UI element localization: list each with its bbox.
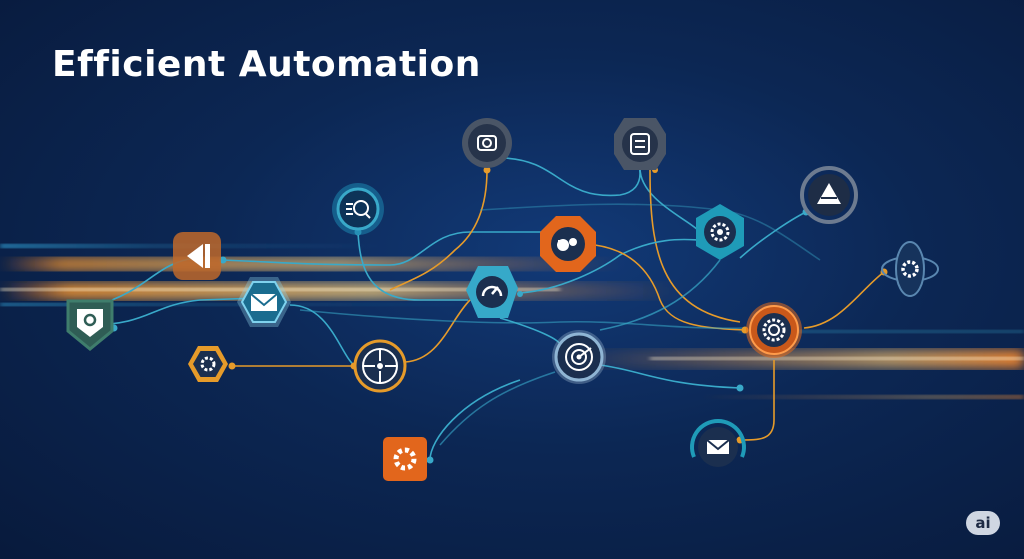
envelope-node[interactable] [237, 277, 291, 327]
camera-octagon-node[interactable] [540, 216, 596, 272]
page-title: Efficient Automation [52, 44, 481, 85]
arrow-left-icon [187, 244, 203, 268]
crosshair-icon [363, 349, 397, 383]
mail-send-node[interactable] [690, 419, 746, 467]
connection-lines [87, 149, 885, 461]
settings-gear-node[interactable] [746, 302, 802, 358]
gear-icon [710, 222, 730, 242]
search-icon [346, 200, 371, 219]
gear-icon [200, 356, 216, 372]
orbit-gear-node[interactable] [881, 241, 939, 297]
ai-badge: ai [966, 511, 1000, 535]
envelope-icon [250, 293, 278, 311]
shield-node[interactable] [66, 299, 114, 351]
gear-hex-node[interactable] [188, 346, 228, 382]
gauge-node[interactable] [466, 266, 518, 318]
radar-node[interactable] [552, 330, 606, 384]
camera-icon [477, 135, 497, 151]
gear-icon [393, 447, 417, 471]
gear-icon [901, 260, 919, 278]
video-camera-icon [557, 238, 577, 251]
gear-tile-node[interactable] [383, 437, 427, 481]
robot-icon [630, 133, 650, 155]
search-node[interactable] [332, 183, 384, 235]
robot-node[interactable] [614, 118, 666, 170]
settings-hex-node[interactable] [696, 204, 744, 260]
gear-icon [83, 313, 97, 327]
back-arrow-node[interactable] [173, 232, 221, 280]
mail-icon [706, 439, 730, 454]
pyramid-node[interactable] [800, 166, 858, 224]
gear-icon [762, 318, 786, 342]
gauge-icon [481, 285, 503, 297]
camera-node[interactable] [462, 118, 512, 168]
target-node[interactable] [353, 339, 407, 393]
